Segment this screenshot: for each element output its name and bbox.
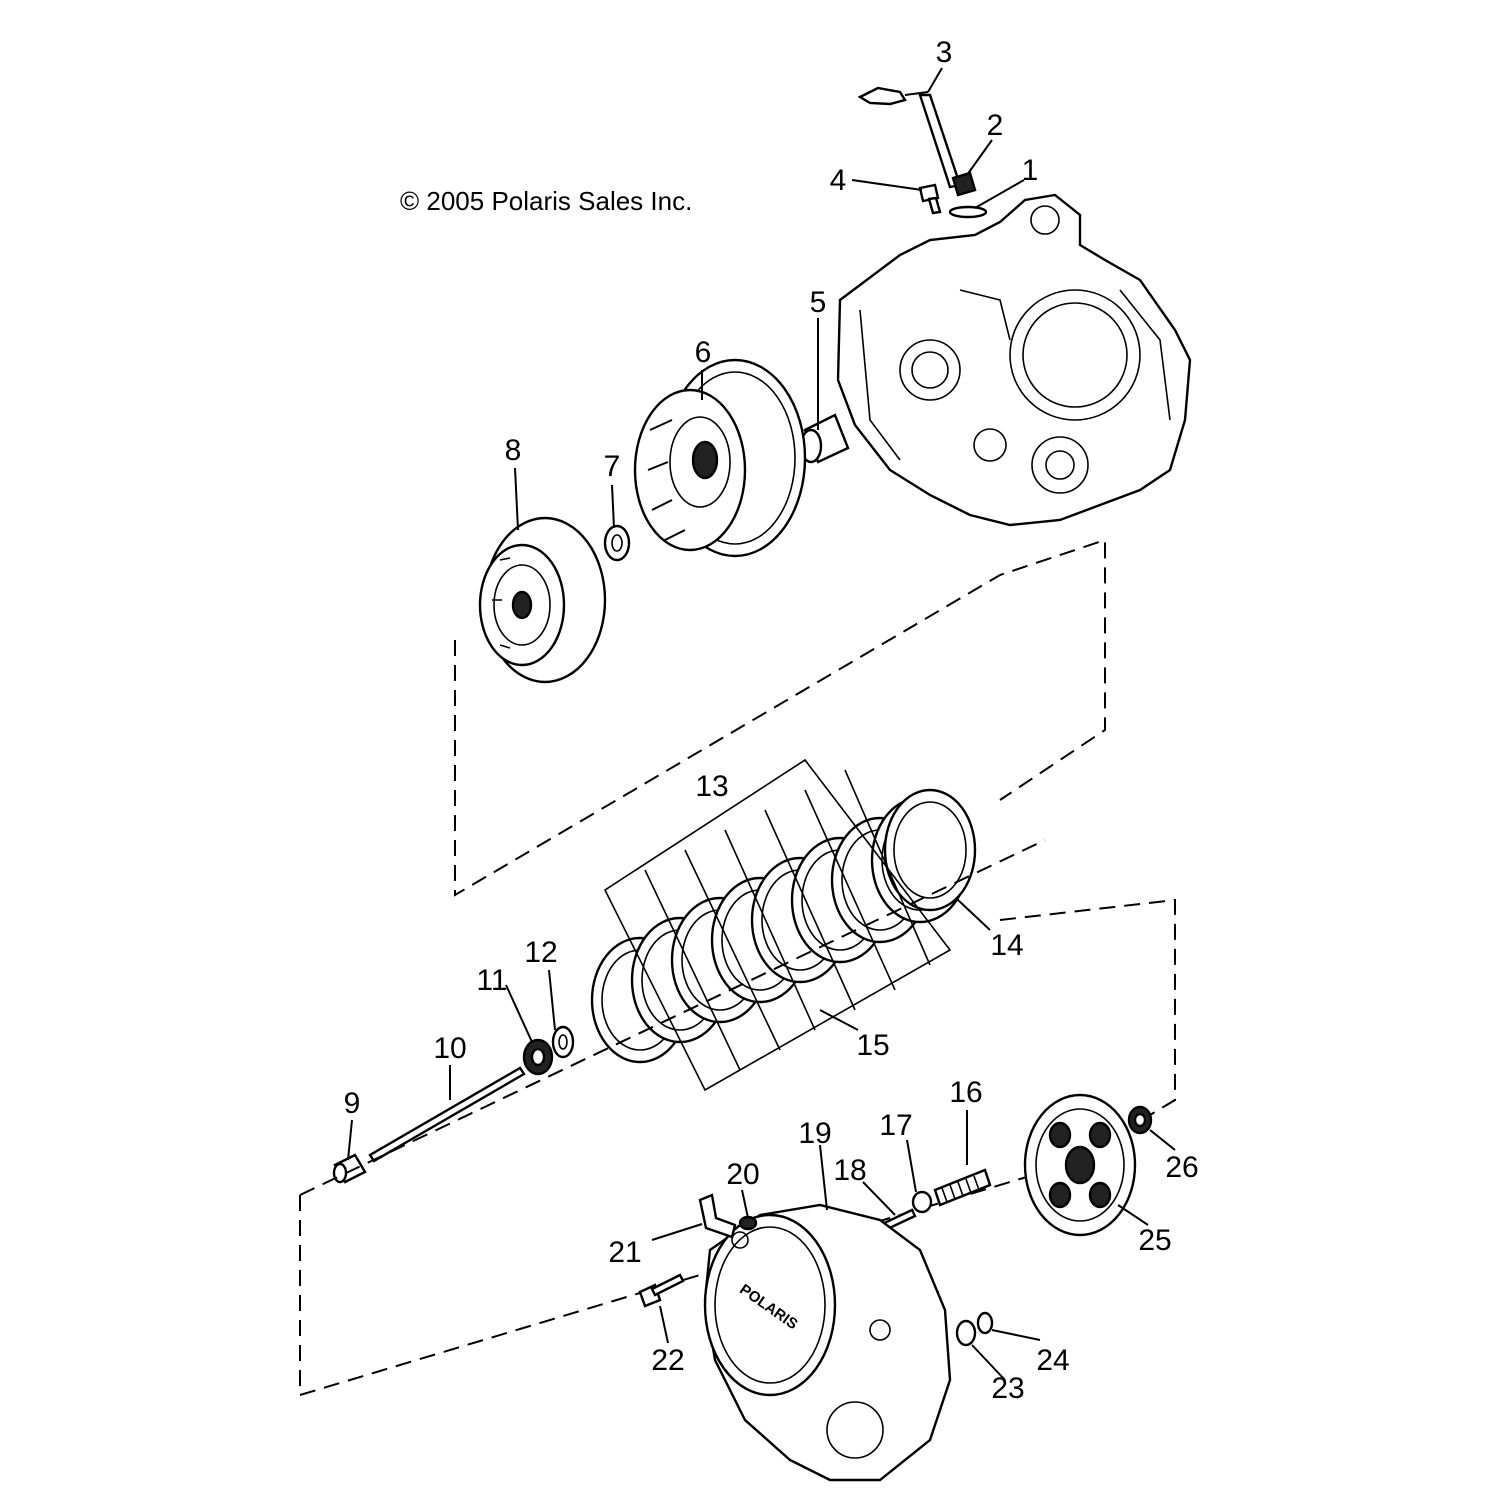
plate-callout-grid bbox=[603, 758, 952, 1092]
leader-lines bbox=[347, 67, 1176, 1381]
callout-25: 25 bbox=[1138, 1224, 1171, 1257]
callout-1: 1 bbox=[1022, 154, 1039, 187]
callout-26: 26 bbox=[1165, 1151, 1198, 1184]
clutch-housing bbox=[633, 358, 807, 558]
callout-14: 14 bbox=[990, 929, 1023, 962]
callout-22: 22 bbox=[651, 1344, 684, 1377]
shift-shaft bbox=[857, 86, 962, 189]
shaft-spring bbox=[951, 171, 977, 197]
push-piece bbox=[332, 1153, 367, 1184]
callout-20: 20 bbox=[726, 1158, 759, 1191]
callout-8: 8 bbox=[505, 434, 522, 467]
plate-stack-guide-lower bbox=[299, 898, 1176, 1397]
clutch-plate-stack bbox=[590, 788, 977, 1064]
callout-6: 6 bbox=[695, 336, 712, 369]
o-ring bbox=[976, 1311, 994, 1335]
callout-9: 9 bbox=[344, 1087, 361, 1120]
copyright-text: © 2005 Polaris Sales Inc. bbox=[400, 186, 692, 216]
callout-16: 16 bbox=[949, 1076, 982, 1109]
callout-4: 4 bbox=[830, 164, 847, 197]
plate-stack-guide-upper bbox=[454, 538, 1106, 897]
spring-washer bbox=[911, 1190, 933, 1214]
callout-3: 3 bbox=[936, 36, 953, 69]
callout-labels: 1 2 3 4 5 6 7 8 9 10 11 12 13 14 15 16 1… bbox=[344, 36, 1199, 1405]
callout-12: 12 bbox=[524, 936, 557, 969]
callout-11: 11 bbox=[476, 964, 507, 997]
callout-7: 7 bbox=[604, 450, 621, 483]
clutch-hub bbox=[478, 516, 607, 684]
elbow-fitting bbox=[698, 1193, 737, 1239]
callout-2: 2 bbox=[987, 109, 1004, 142]
lock-washer bbox=[551, 1025, 575, 1059]
pressure-plate bbox=[1023, 1093, 1137, 1237]
shaft-washer bbox=[948, 205, 988, 219]
clutch-nut bbox=[522, 1038, 554, 1076]
cover-bolt bbox=[638, 1273, 685, 1308]
release-bearing bbox=[1127, 1105, 1153, 1135]
callout-23: 23 bbox=[991, 1372, 1024, 1405]
callout-19: 19 bbox=[798, 1117, 831, 1150]
callout-17: 17 bbox=[879, 1109, 912, 1142]
callout-24: 24 bbox=[1036, 1344, 1069, 1377]
oil-seal bbox=[955, 1319, 977, 1347]
callout-21: 21 bbox=[608, 1236, 641, 1269]
crankcase bbox=[836, 193, 1192, 527]
dowel-pin bbox=[738, 1215, 758, 1231]
thrust-washer bbox=[603, 524, 631, 562]
clutch-spring bbox=[933, 1168, 992, 1207]
callout-10: 10 bbox=[433, 1032, 466, 1065]
callout-13: 13 bbox=[695, 770, 728, 803]
callout-18: 18 bbox=[833, 1154, 866, 1187]
callout-5: 5 bbox=[810, 286, 827, 319]
cover-guide bbox=[299, 839, 1046, 1196]
clutch-cover: POLARIS bbox=[703, 1203, 952, 1482]
stopper-bolt bbox=[918, 183, 942, 215]
bushing bbox=[799, 413, 850, 464]
push-rod bbox=[368, 1066, 526, 1163]
callout-15: 15 bbox=[856, 1029, 889, 1062]
